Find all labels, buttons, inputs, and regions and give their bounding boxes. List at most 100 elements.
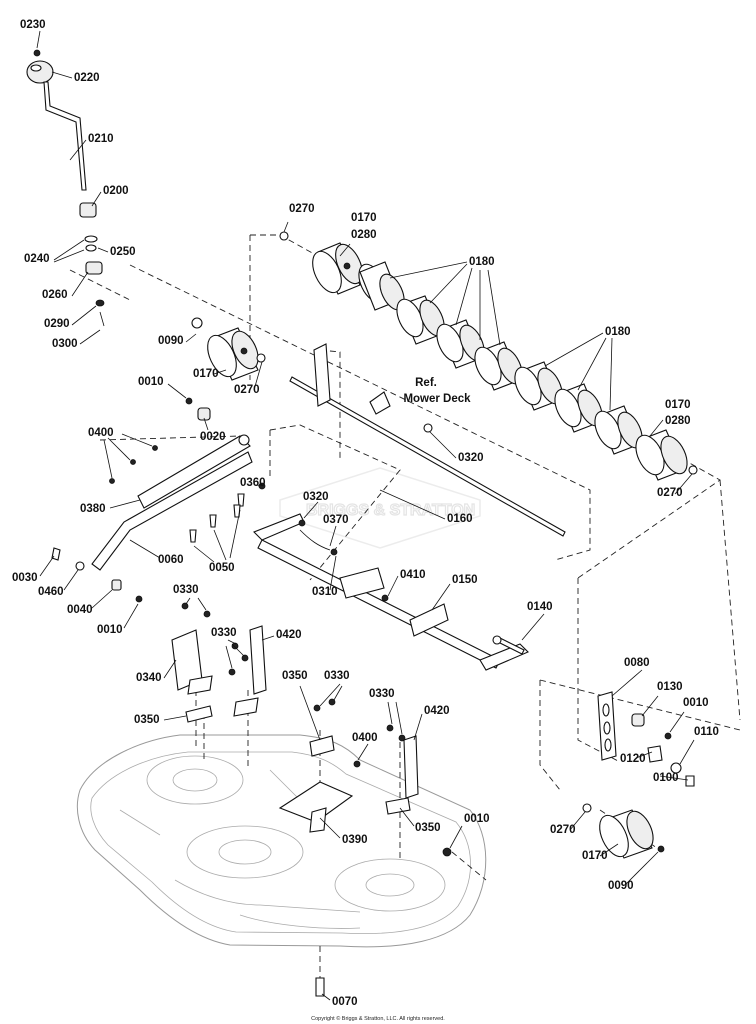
part-label-0180: 0180 bbox=[605, 326, 631, 338]
part-label-0230: 0230 bbox=[20, 19, 46, 31]
part-label-0010: 0010 bbox=[683, 697, 709, 709]
bolt-0070 bbox=[315, 977, 325, 997]
roller-segment bbox=[396, 295, 445, 345]
part-label-0320: 0320 bbox=[303, 491, 329, 503]
part-label-0300: 0300 bbox=[52, 338, 78, 350]
part-label-0010: 0010 bbox=[138, 376, 164, 388]
part-label-0200: 0200 bbox=[103, 185, 129, 197]
part-label-0400: 0400 bbox=[88, 427, 114, 439]
part-label-0360: 0360 bbox=[240, 477, 266, 489]
part-label-0060: 0060 bbox=[158, 554, 184, 566]
part-label-0210: 0210 bbox=[88, 133, 114, 145]
part-label-0270: 0270 bbox=[657, 487, 683, 499]
part-label-0410: 0410 bbox=[400, 569, 426, 581]
mower-deck bbox=[76, 734, 487, 948]
part-label-0260: 0260 bbox=[42, 289, 68, 301]
part-label-0420: 0420 bbox=[276, 629, 302, 641]
part-label-0180: 0180 bbox=[469, 256, 495, 268]
part-label-0150: 0150 bbox=[452, 574, 478, 586]
arm-0060 bbox=[91, 451, 253, 571]
lift-handle-assembly bbox=[26, 49, 105, 327]
part-label-0120: 0120 bbox=[620, 753, 646, 765]
part-label-0280: 0280 bbox=[351, 229, 377, 241]
reference-note: Ref. Mower Deck bbox=[403, 377, 471, 405]
part-label-0010: 0010 bbox=[464, 813, 490, 825]
handle-knob bbox=[26, 60, 54, 84]
part-label-0240: 0240 bbox=[24, 253, 50, 265]
bracket-0420-right bbox=[403, 735, 419, 799]
right-side-bracket bbox=[597, 691, 695, 787]
mower-deck-tab bbox=[369, 391, 391, 415]
part-label-0040: 0040 bbox=[67, 604, 93, 616]
part-label-0350: 0350 bbox=[134, 714, 160, 726]
part-label-0030: 0030 bbox=[12, 572, 38, 584]
roller-lower-end bbox=[635, 429, 688, 481]
roller-segment bbox=[358, 261, 405, 311]
part-label-0420: 0420 bbox=[424, 705, 450, 717]
arm-0380 bbox=[137, 435, 251, 509]
part-label-0330: 0330 bbox=[211, 627, 237, 639]
part-label-0090: 0090 bbox=[608, 880, 634, 892]
copyright-notice: Copyright © Briggs & Stratton, LLC. All … bbox=[311, 1015, 445, 1022]
part-label-0340: 0340 bbox=[136, 672, 162, 684]
part-label-0350: 0350 bbox=[415, 822, 441, 834]
part-label-0050: 0050 bbox=[209, 562, 235, 574]
bracket-0350-left bbox=[185, 705, 213, 723]
lift-arms bbox=[51, 397, 266, 603]
leader-lines bbox=[36, 30, 695, 1001]
part-label-0220: 0220 bbox=[74, 72, 100, 84]
bracket-0420-left bbox=[249, 625, 267, 695]
part-label-0290: 0290 bbox=[44, 318, 70, 330]
part-label-0270: 0270 bbox=[289, 203, 315, 215]
part-label-0330: 0330 bbox=[369, 688, 395, 700]
part-label-0010: 0010 bbox=[97, 624, 123, 636]
front-axle-assembly bbox=[253, 513, 529, 671]
height-adjust-rod bbox=[289, 343, 566, 537]
roller-segment bbox=[554, 383, 603, 433]
lift-handle bbox=[43, 81, 87, 191]
part-label-0270: 0270 bbox=[550, 824, 576, 836]
watermark: BRIGGS & STRATTON bbox=[279, 467, 481, 549]
part-label-0370: 0370 bbox=[323, 514, 349, 526]
part-label-0320: 0320 bbox=[458, 452, 484, 464]
knob-screw bbox=[33, 49, 41, 57]
handle-pivot bbox=[79, 202, 97, 218]
bracket-0350-right bbox=[385, 797, 411, 815]
ref-label-line1: Ref. bbox=[415, 377, 437, 389]
part-label-0090: 0090 bbox=[158, 335, 184, 347]
part-label-0280: 0280 bbox=[665, 415, 691, 427]
part-label-0140: 0140 bbox=[527, 601, 553, 613]
bracket-0390 bbox=[278, 781, 354, 823]
part-label-0330: 0330 bbox=[324, 670, 350, 682]
deck-rollers bbox=[191, 231, 698, 859]
part-label-0160: 0160 bbox=[447, 513, 473, 525]
watermark-text: BRIGGS & STRATTON bbox=[306, 502, 475, 519]
part-label-0170: 0170 bbox=[193, 368, 219, 380]
deck-brackets bbox=[171, 602, 452, 997]
roller-upper-end bbox=[312, 242, 363, 295]
part-label-0270: 0270 bbox=[234, 384, 260, 396]
part-label-0390: 0390 bbox=[342, 834, 368, 846]
part-label-0170: 0170 bbox=[665, 399, 691, 411]
part-label-0170: 0170 bbox=[582, 850, 608, 862]
part-label-0250: 0250 bbox=[110, 246, 136, 258]
part-label-0170: 0170 bbox=[351, 212, 377, 224]
part-label-0330: 0330 bbox=[173, 584, 199, 596]
part-label-0070: 0070 bbox=[332, 996, 358, 1008]
part-label-0020: 0020 bbox=[200, 431, 226, 443]
part-label-0460: 0460 bbox=[38, 586, 64, 598]
part-label-0380: 0380 bbox=[80, 503, 106, 515]
part-label-0110: 0110 bbox=[694, 726, 719, 738]
rod-bracket bbox=[313, 343, 331, 407]
part-label-0130: 0130 bbox=[657, 681, 683, 693]
front-axle bbox=[257, 539, 501, 669]
bracket-0410 bbox=[339, 567, 385, 599]
ref-label-line2: Mower Deck bbox=[403, 393, 471, 405]
part-label-0100: 0100 bbox=[653, 772, 679, 784]
part-label-0310: 0310 bbox=[312, 586, 338, 598]
part-label-0400: 0400 bbox=[352, 732, 378, 744]
part-label-0350: 0350 bbox=[282, 670, 308, 682]
part-label-0080: 0080 bbox=[624, 657, 650, 669]
